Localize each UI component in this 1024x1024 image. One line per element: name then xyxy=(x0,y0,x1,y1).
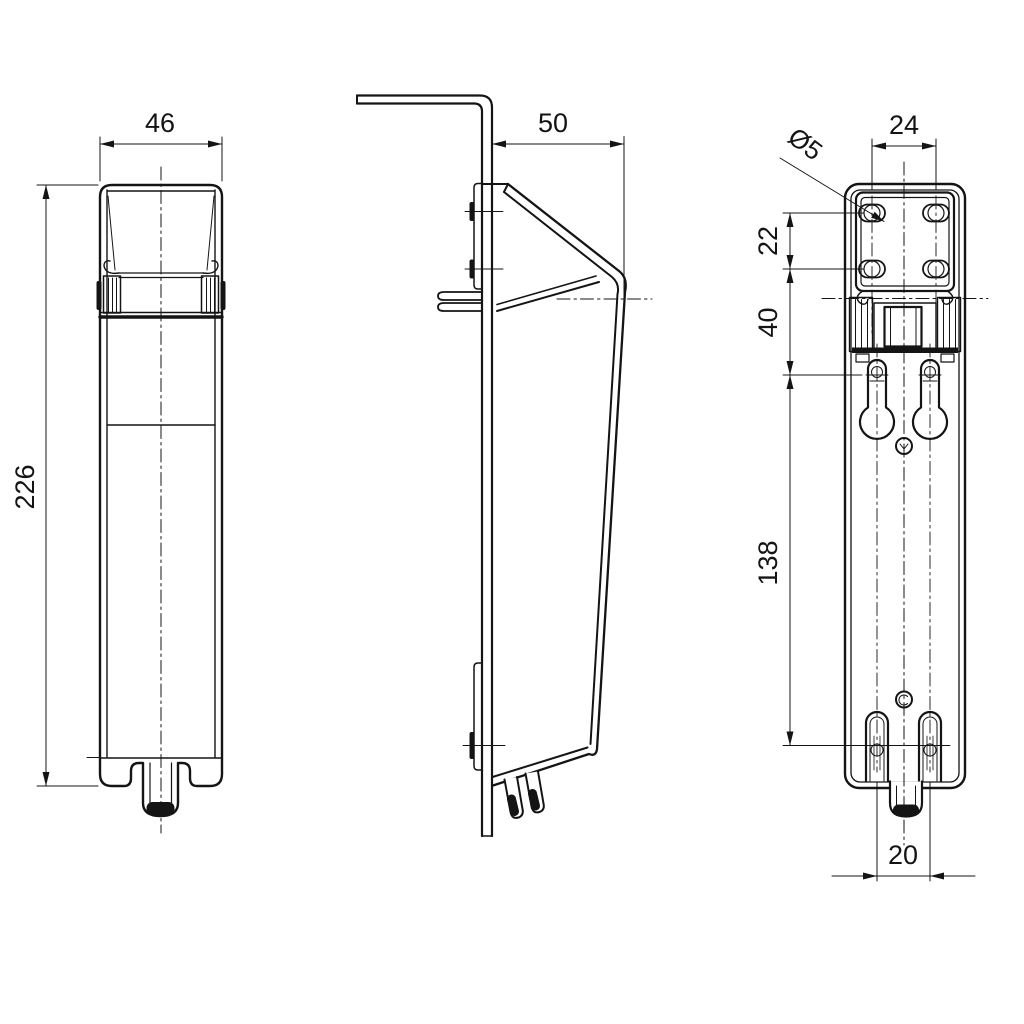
arrowhead xyxy=(930,872,944,880)
arrowhead xyxy=(208,140,222,148)
side-view: 50 xyxy=(355,94,653,838)
arrowhead xyxy=(100,140,114,148)
dim-side-depth: 50 xyxy=(491,108,625,306)
dim-rear-pin-pitch: 20 xyxy=(831,781,976,882)
arrowhead xyxy=(492,140,506,148)
front-pivot-boss-right xyxy=(220,281,226,310)
rear-hinge-foot-left xyxy=(855,353,870,363)
side-gusset-lower-edge-inner xyxy=(496,275,597,306)
rear-hinge-mechanism xyxy=(848,290,962,363)
dim-front-width-label: 46 xyxy=(145,108,175,138)
rear-screw-lower-mark xyxy=(898,694,908,706)
front-pivot-boss-left xyxy=(96,281,102,310)
side-pin-2-tip xyxy=(528,789,540,811)
dim-rear-hole-dia-label: Ø5 xyxy=(783,121,829,166)
arrowhead xyxy=(871,211,884,222)
dim-rear-row-pitch-label: 22 xyxy=(753,226,783,256)
arrowhead xyxy=(610,140,624,148)
dim-side-depth-label: 50 xyxy=(538,108,568,138)
side-plate-inner xyxy=(355,102,484,838)
side-gusset-cap xyxy=(481,183,509,193)
arrowhead xyxy=(42,185,50,199)
side-body-inner xyxy=(503,191,620,745)
arrowhead xyxy=(42,772,50,786)
side-pin-1-tip xyxy=(507,794,519,816)
front-spring-left-coils xyxy=(108,277,117,313)
side-hinge-fork xyxy=(437,291,483,312)
side-body-outer xyxy=(491,182,627,787)
rear-cam-housing xyxy=(873,302,937,351)
rear-slot-column-lines xyxy=(876,343,931,773)
rear-view: 24 Ø5 22 40 138 xyxy=(753,110,989,882)
rear-bracket-inner xyxy=(860,196,950,287)
dim-rear-slot-span-label: 138 xyxy=(753,540,783,585)
dim-front-height-label: 226 xyxy=(10,464,40,509)
side-bottom-inner xyxy=(491,746,589,778)
dim-rear-vertical-chain: 22 40 138 xyxy=(753,212,951,746)
arrowhead xyxy=(922,142,936,150)
front-body-outline xyxy=(98,183,224,818)
dim-rear-hole-pitch: 24 xyxy=(871,110,937,191)
side-plate-outer xyxy=(355,94,494,838)
dim-rear-pin-pitch-label: 20 xyxy=(888,840,918,870)
side-lower-tab xyxy=(473,662,483,771)
front-hinge-curls xyxy=(103,260,219,275)
dim-front-width: 46 xyxy=(99,108,223,182)
dim-rear-hole-pitch-label: 24 xyxy=(889,110,919,140)
rear-cam-block xyxy=(883,305,923,348)
arrowhead xyxy=(872,142,886,150)
dim-rear-hinge-offset-label: 40 xyxy=(753,307,783,337)
front-view: 46 226 xyxy=(10,108,226,834)
rear-bottom-slots xyxy=(864,710,943,783)
front-spring-right-coils xyxy=(206,277,215,313)
rear-pin-tip xyxy=(893,804,919,816)
side-upper-tab xyxy=(473,182,483,290)
rear-hinge-foot-right xyxy=(940,353,955,363)
side-screw-ticks xyxy=(464,211,504,270)
front-pin-inner-lines xyxy=(149,762,173,809)
side-gusset-lower-edge xyxy=(496,281,600,312)
rear-body-inner xyxy=(850,189,960,783)
rear-hinge-curl-left xyxy=(856,290,869,305)
dim-front-height: 226 xyxy=(10,184,99,787)
rear-bracket xyxy=(854,191,956,293)
arrowhead xyxy=(863,872,877,880)
front-cap-taper xyxy=(107,195,215,271)
rear-hinge-band xyxy=(852,347,958,353)
